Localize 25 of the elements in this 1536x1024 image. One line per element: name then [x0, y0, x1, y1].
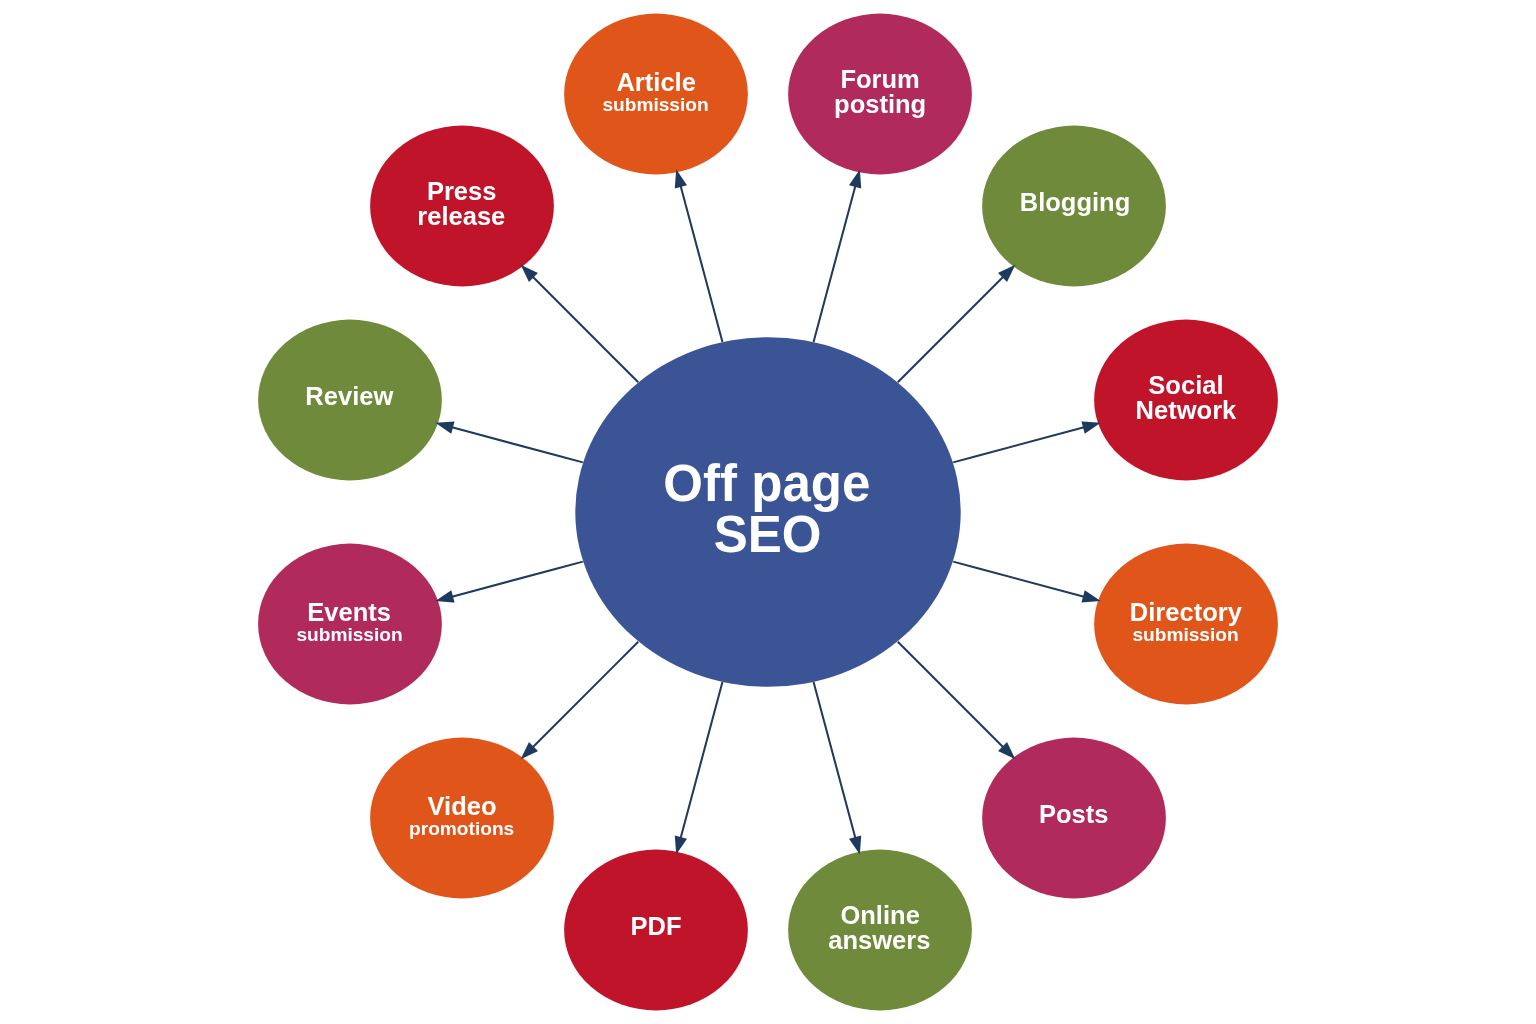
arrow [674, 681, 724, 855]
arrow [952, 560, 1101, 603]
node-ellipse: Blogging [982, 125, 1166, 287]
node-ellipse: Forum posting [788, 13, 972, 175]
node-ellipse: PDF [564, 849, 748, 1011]
arrow [520, 641, 639, 760]
arrow [520, 264, 639, 383]
node-ellipse: Article submission [564, 13, 748, 175]
node-circle: Off page SEO [575, 337, 961, 687]
arrow [812, 681, 862, 855]
node-ellipse: Review [258, 319, 442, 481]
arrow [897, 264, 1016, 383]
node-ellipse: Online answers [788, 849, 972, 1011]
node-ellipse: Social Network [1094, 319, 1278, 481]
arrow [435, 560, 584, 603]
node-ellipse: Events submission [258, 543, 442, 705]
node-ellipse: Directory submission [1094, 543, 1278, 705]
node-ellipse: Press release [370, 125, 554, 287]
arrow [674, 169, 724, 343]
node-ellipse: Video promotions [370, 737, 554, 899]
arrow [435, 421, 584, 464]
arrow [897, 641, 1016, 760]
node-ellipse: Posts [982, 737, 1166, 899]
arrow [952, 421, 1101, 464]
arrow [812, 169, 862, 343]
